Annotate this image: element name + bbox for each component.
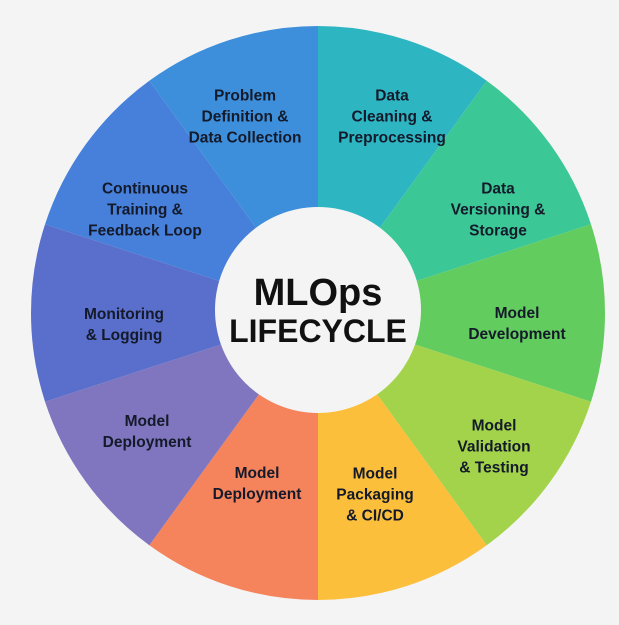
label-line: Deployment [102,434,192,451]
segment-8 [31,224,319,402]
label-line: Deployment [212,486,302,503]
label-line: Continuous [101,180,189,198]
label-line: Definition & [201,108,289,126]
title-line-2: LIFECYCLE [229,313,407,349]
label-line: Validation [457,438,531,456]
label-line: Storage [469,222,527,240]
segment-label-8: Monitoring & Logging [84,304,164,346]
label-line: Model [352,465,398,483]
label-line: Model [234,465,280,482]
label-line: Data [481,180,515,198]
label-line: Preprocessing [338,129,446,147]
center-title: MLOps LIFECYCLE [229,273,407,349]
center-circle [215,207,421,413]
label-line: Cleaning & [351,108,433,126]
label-line: Monitoring [83,306,165,323]
label-line: Training & [107,201,183,219]
label-line: Data [375,87,409,105]
label-line: Problem [213,87,277,105]
label-line: Data Collection [188,129,302,147]
label-line: Model [471,417,517,435]
label-line: & Logging [85,327,163,344]
label-line: & Testing [459,459,529,477]
segment-3 [318,224,605,402]
label-line: Versioning & [450,201,546,219]
label-line: Development [468,326,566,343]
label-line: Model [124,413,170,430]
title-line-1: MLOps [253,272,383,314]
label-line: Model [494,305,540,322]
label-line: Feedback Loop [88,222,202,240]
label-line: Packaging [336,486,414,504]
label-line: & CI/CD [346,507,404,525]
